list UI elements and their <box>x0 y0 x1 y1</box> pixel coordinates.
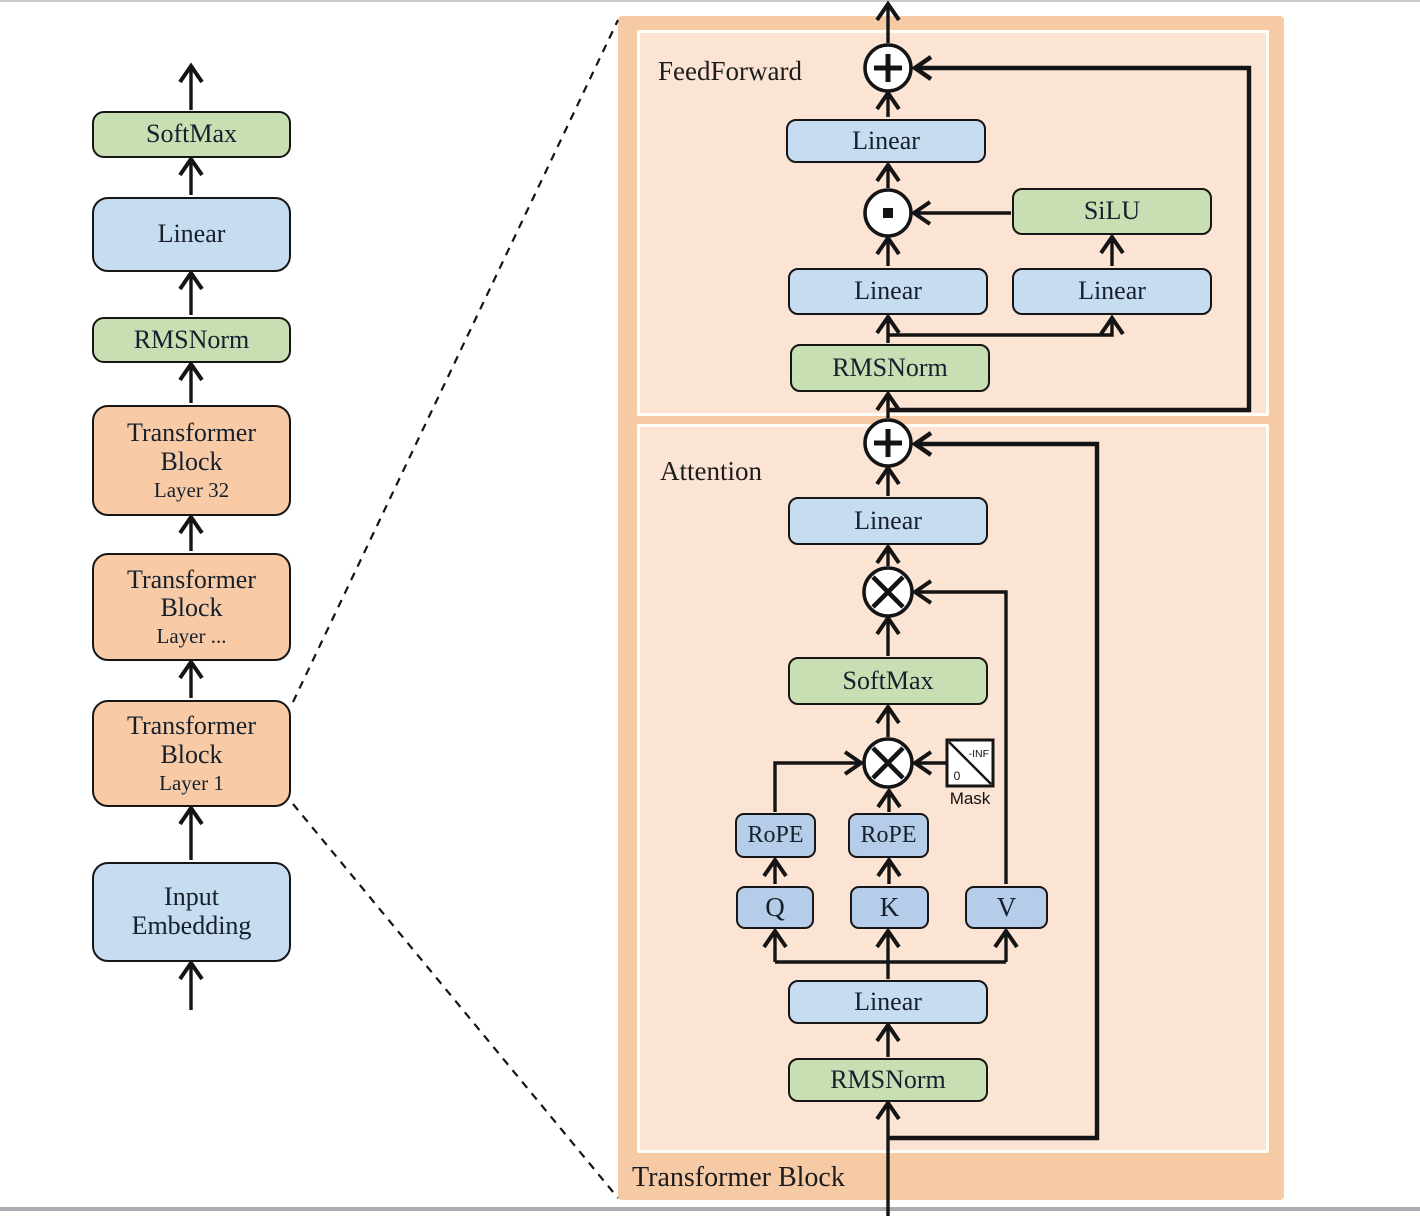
block1-layer: Layer 1 <box>159 770 224 795</box>
left-rmsnorm-box: RMSNorm <box>92 317 291 363</box>
v-box: V <box>965 886 1048 929</box>
v-label: V <box>996 891 1017 922</box>
blockdots-line1: Transformer <box>126 564 257 594</box>
transformer-block-dots-box: Transformer Block Layer ... <box>92 553 291 661</box>
block1-line2: Block <box>160 739 223 769</box>
attn-linear-qkv-label: Linear <box>854 986 922 1016</box>
block32-line1: Transformer <box>126 418 257 448</box>
block1-line1: Transformer <box>126 711 257 741</box>
k-label: K <box>879 891 900 922</box>
transformer-block-panel-label: Transformer Block <box>632 1162 845 1193</box>
feedforward-section-label: FeedForward <box>658 56 802 86</box>
transformer-block-1-box: Transformer Block Layer 1 <box>92 700 291 807</box>
left-linear-box: Linear <box>92 197 291 272</box>
input-embedding-box: Input Embedding <box>92 862 291 962</box>
k-box: K <box>850 886 929 929</box>
ff-linear-gate-box: Linear <box>788 268 988 315</box>
attn-rmsnorm-box: RMSNorm <box>788 1058 988 1102</box>
ff-silu-label: SiLU <box>1083 196 1141 226</box>
block32-line2: Block <box>160 446 223 476</box>
rope-q-box: RoPE <box>735 813 816 858</box>
ff-linear-gate-label: Linear <box>854 276 922 306</box>
attn-rmsnorm-label: RMSNorm <box>830 1064 946 1094</box>
blockdots-layer: Layer ... <box>156 624 227 649</box>
input-embedding-line2: Embedding <box>131 911 252 940</box>
bottom-divider <box>0 1207 1420 1211</box>
rope-k-box: RoPE <box>848 813 929 858</box>
attn-softmax-label: SoftMax <box>842 665 934 695</box>
attn-linear-out-box: Linear <box>788 497 988 545</box>
blockdots-line2: Block <box>160 593 223 623</box>
q-box: Q <box>736 886 814 929</box>
rope-k-label: RoPE <box>860 822 917 849</box>
left-softmax-label: SoftMax <box>146 119 237 149</box>
ff-linear-out-label: Linear <box>852 125 920 155</box>
block32-layer: Layer 32 <box>153 477 230 502</box>
expansion-dashed-lines <box>292 19 619 1199</box>
left-linear-label: Linear <box>157 219 226 249</box>
ff-linear-up-box: Linear <box>1012 268 1212 315</box>
transformer-block-32-box: Transformer Block Layer 32 <box>92 405 291 516</box>
ff-rmsnorm-label: RMSNorm <box>832 352 948 382</box>
left-softmax-box: SoftMax <box>92 111 291 158</box>
ff-linear-out-box: Linear <box>786 119 986 163</box>
attention-section-label: Attention <box>660 456 762 486</box>
top-divider <box>0 0 1420 2</box>
ff-silu-box: SiLU <box>1012 188 1212 235</box>
left-rmsnorm-label: RMSNorm <box>133 324 250 354</box>
attn-linear-out-label: Linear <box>854 505 922 535</box>
ff-linear-up-label: Linear <box>1078 276 1146 306</box>
ff-rmsnorm-box: RMSNorm <box>790 344 990 392</box>
rope-q-label: RoPE <box>747 822 804 849</box>
q-label: Q <box>765 891 785 922</box>
attn-linear-qkv-box: Linear <box>788 980 988 1024</box>
input-embedding-line1: Input <box>164 882 219 912</box>
attn-softmax-box: SoftMax <box>788 657 988 705</box>
